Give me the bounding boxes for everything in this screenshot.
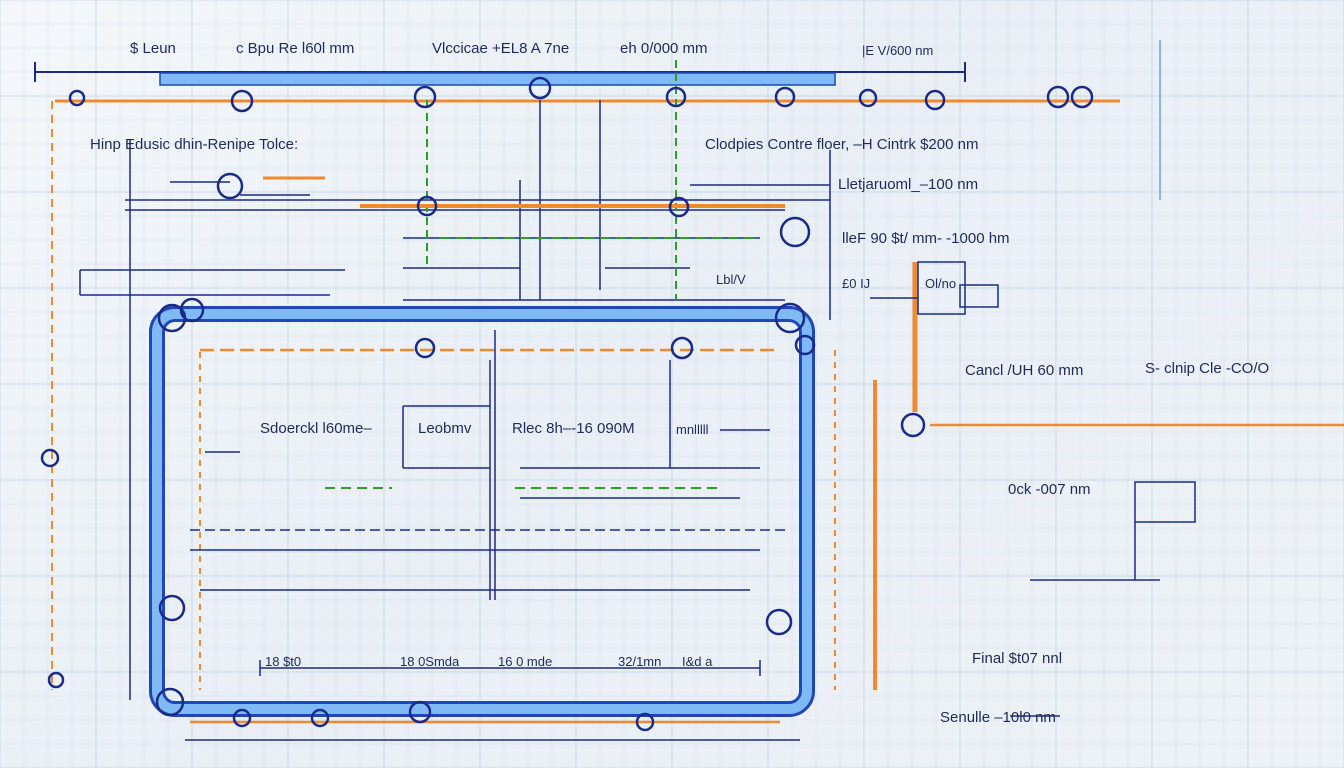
valve-fittings xyxy=(40,76,1094,732)
contractor-label: Clodpies Contre floer, –H Cintrk $200 nm xyxy=(705,136,979,153)
lead-label: Leobmv xyxy=(418,420,472,437)
note-2-label: S- clnip Cle -CO/O xyxy=(1145,360,1270,377)
inner-layout xyxy=(185,330,877,741)
ock-label: 0ck -007 nm xyxy=(1008,481,1091,498)
note-1-label: Cancl /UH 60 mm xyxy=(965,362,1084,379)
main-pipe-loop xyxy=(149,176,815,717)
min-label: mnlllll xyxy=(676,422,709,437)
small-label-2: Ol/no xyxy=(925,276,957,291)
bottom-dim-2: 18 0Smda xyxy=(400,654,460,669)
bottom-dim-1: 18 $t0 xyxy=(265,654,302,669)
top-label-c: Vlccicae +EL8 A 7ne xyxy=(432,40,570,57)
top-label-a: $ Leun xyxy=(130,40,176,57)
val-label: Lbl/V xyxy=(716,272,746,287)
bore-label: lleF 90 $t/ mm- -1000 hm xyxy=(842,230,1010,247)
level-label: Lletjaruoml_–100 nm xyxy=(838,176,979,193)
left-header: Hinp Edusic dhin-Renipe Tolce: xyxy=(90,136,299,153)
small-label-1: £0 IJ xyxy=(842,276,871,291)
service-label: Senulle –10l0 nm xyxy=(940,709,1056,726)
top-dimension-rail xyxy=(34,62,1120,690)
top-label-d: eh 0/000 mm xyxy=(620,40,708,57)
top-label-b: c Bpu Re l60l mm xyxy=(236,40,355,57)
side-rack-label: Sdoerckl l60me– xyxy=(260,420,372,437)
green-centre-lines xyxy=(325,60,760,489)
bottom-dim-4: 32/1mn xyxy=(618,654,662,669)
final-label: Final $t07 nnl xyxy=(972,650,1063,667)
right-detail xyxy=(870,40,1344,717)
bottom-dim-5: I&d a xyxy=(682,654,713,669)
rise-label: Rlec 8h–-16 090M xyxy=(512,420,635,437)
bottom-dim-3: 16 0 mde xyxy=(498,654,553,669)
top-label-e: |E V/600 nm xyxy=(862,43,934,58)
upper-frame xyxy=(79,100,831,700)
